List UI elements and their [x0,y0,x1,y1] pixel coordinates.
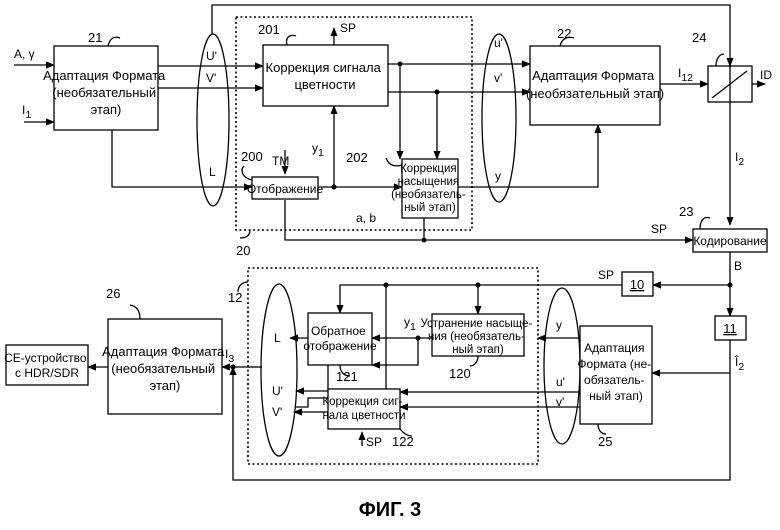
label-i2-hat: Î2 [734,354,744,373]
label-25: 25 [598,434,612,449]
label-23: 23 [679,204,693,219]
label-id: ID [760,68,772,82]
label-201: 201 [258,22,280,37]
label-200: 200 [241,149,263,164]
label-v-small: v' [494,71,502,85]
label-202: 202 [346,150,368,165]
line-b-to-10 [653,252,730,285]
label-i1: I1 [22,103,31,121]
label-22: 22 [557,26,571,41]
junction [728,283,733,288]
block-200-text: Отображение [247,182,324,196]
block-23-text: Кодирование [693,234,767,248]
leader-120 [470,356,478,366]
block-10-text: 10 [630,277,644,292]
junction [384,283,389,288]
leader-26 [130,305,140,319]
label-v-dec: v' [556,395,564,409]
label-24: 24 [692,30,706,45]
junction [231,365,236,370]
label-i3: I3 [225,347,234,365]
line-y-to-adapt [458,125,598,187]
line-u-out [296,365,328,391]
label-sp-bottom: SP [651,222,667,236]
label-sp-dec: SP [598,268,614,282]
label-u-small: u' [494,36,503,50]
line-sp-from-10 [340,285,622,313]
label-21: 21 [88,30,102,45]
block-122 [328,389,400,429]
label-12: 12 [228,290,242,305]
label-u-prime: U' [206,49,217,63]
leader-200 [242,166,252,180]
ellipse-decoder-left [261,284,297,456]
label-l: L [209,165,216,179]
label-122: 122 [392,434,414,449]
label-y-top: y [495,169,501,183]
label-sp-122: SP [366,435,382,449]
leader-25 [598,424,606,434]
figure-caption: ФИГ. 3 [359,499,422,521]
label-y1-top: y1 [312,141,324,159]
block-ce-text: CE-устройство с HDR/SDR [4,351,90,380]
label-u-dec: u' [556,375,565,389]
label-u-prime-dec: U' [272,384,283,398]
label-ab: a, b [356,211,376,225]
label-v-prime: V' [206,71,216,85]
leader-201 [287,35,296,45]
label-a-gamma: A, γ [14,47,35,61]
junction [416,336,421,341]
leader-20 [240,230,250,238]
label-sp-top: SP [340,21,356,35]
label-tm: TM [272,154,289,168]
label-y-dec: y [556,318,562,332]
label-v-prime-dec: V' [272,405,282,419]
junction [422,238,427,243]
block-121-text: Обратное отображение [303,324,377,353]
label-b: B [734,259,742,273]
block-11-text: 11 [723,321,737,336]
label-20: 20 [236,243,250,258]
label-y1-dec: y1 [404,315,416,333]
line-sp-bottom [285,200,693,240]
label-26: 26 [106,286,120,301]
ellipse-decoder-right [544,288,580,444]
block-201 [263,45,388,106]
label-i12: I12 [678,66,693,84]
line-y1-to-122 [372,338,418,365]
junction [476,283,481,288]
label-i2: I2 [735,150,744,168]
leader-24 [716,54,724,66]
label-121: 121 [336,369,358,384]
line-l [112,130,252,187]
junction [332,185,337,190]
label-120: 120 [449,366,471,381]
leader-23 [700,217,710,229]
leader-21 [108,37,120,46]
label-l-dec: L [274,331,281,345]
